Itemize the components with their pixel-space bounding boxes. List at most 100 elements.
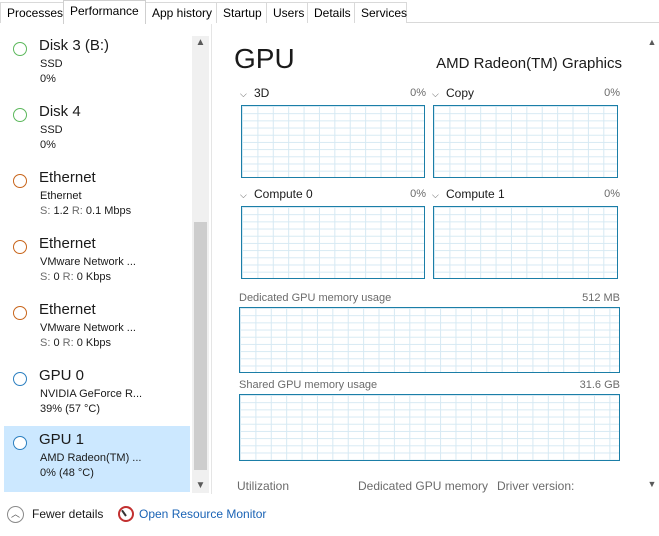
chevron-up-icon[interactable]: ︿ — [7, 506, 24, 523]
scroll-down-icon[interactable]: ▼ — [647, 479, 657, 489]
dedicated-memory-graph — [239, 307, 620, 373]
tab-performance[interactable]: Performance — [63, 0, 146, 24]
engine-graph-copy — [433, 105, 618, 178]
item-title: Ethernet — [39, 169, 96, 186]
network-status-icon — [13, 240, 27, 254]
list-item-ethernet-2[interactable]: Ethernet VMware Network ... S: 0 R: 0 Kb… — [4, 230, 190, 296]
shared-memory-label: Shared GPU memory usage — [239, 379, 378, 391]
shared-memory-value: 31.6 GB — [579, 379, 620, 391]
engine-percent: 0% — [604, 87, 620, 99]
item-value: 39% (57 °C) — [40, 403, 101, 415]
item-value: 0% (48 °C) — [40, 467, 94, 479]
item-subtitle: Ethernet — [40, 190, 82, 202]
resource-list: Disk 3 (B:) SSD 0% Disk 4 SSD 0% Etherne… — [0, 24, 212, 494]
send-value: 1.2 — [53, 205, 69, 217]
engine-label: Compute 1 — [446, 187, 505, 201]
main-scrollbar[interactable]: ▲ ▼ — [645, 24, 659, 491]
list-item-ethernet-1[interactable]: Ethernet Ethernet S: 1.2 R: 0.1 Mbps — [4, 164, 190, 230]
list-item-ethernet-3[interactable]: Ethernet VMware Network ... S: 0 R: 0 Kb… — [4, 296, 190, 362]
item-title: GPU 0 — [39, 367, 85, 384]
engine-percent: 0% — [410, 87, 426, 99]
engine-graph-compute-1 — [433, 206, 618, 279]
receive-value: 0 Kbps — [76, 337, 111, 349]
driver-version-label: Driver version: — [497, 479, 575, 493]
engine-percent: 0% — [410, 188, 426, 200]
gpu-status-icon — [13, 436, 27, 450]
page-title: GPU — [234, 43, 295, 74]
engine-label: Copy — [446, 86, 475, 100]
receive-label: R: — [62, 337, 74, 349]
item-value: 0% — [40, 73, 56, 85]
dedicated-memory-value: 512 MB — [582, 292, 620, 304]
list-item-disk-4[interactable]: Disk 4 SSD 0% — [4, 98, 190, 164]
dedicated-memory-stat-label: Dedicated GPU memory — [358, 479, 489, 493]
scroll-down-icon[interactable]: ▼ — [195, 480, 206, 491]
gpu-status-icon — [13, 372, 27, 386]
chevron-down-icon: ⌵ — [240, 89, 247, 99]
item-subtitle: VMware Network ... — [40, 256, 136, 268]
receive-value: 0 Kbps — [76, 271, 111, 283]
engine-label: 3D — [254, 86, 270, 100]
item-value: S: 1.2 R: 0.1 Mbps — [40, 205, 131, 217]
item-title: Ethernet — [39, 235, 96, 252]
item-value: S: 0 R: 0 Kbps — [40, 337, 111, 349]
scroll-up-icon[interactable]: ▲ — [647, 37, 657, 47]
tab-users[interactable]: Users — [266, 2, 308, 23]
list-item-gpu-0[interactable]: GPU 0 NVIDIA GeForce R... 39% (57 °C) — [4, 362, 190, 428]
tab-bar: Processes Performance App history Startu… — [0, 0, 659, 24]
resource-monitor-icon[interactable] — [118, 506, 134, 522]
footer: ︿ Fewer details Open Resource Monitor — [0, 494, 659, 536]
item-subtitle: VMware Network ... — [40, 322, 136, 334]
device-name: AMD Radeon(TM) Graphics — [436, 55, 622, 72]
item-value: S: 0 R: 0 Kbps — [40, 271, 111, 283]
engine-selector-compute-1[interactable]: ⌵ Compute 1 — [432, 187, 505, 201]
item-subtitle: AMD Radeon(TM) ... — [40, 452, 142, 464]
item-title: GPU 1 — [39, 431, 85, 448]
engine-graph-compute-0 — [241, 206, 425, 279]
sidebar-scrollbar[interactable]: ▲ ▼ — [192, 36, 209, 493]
list-item-gpu-1[interactable]: GPU 1 AMD Radeon(TM) ... 0% (48 °C) — [4, 426, 190, 492]
engine-percent: 0% — [604, 188, 620, 200]
chevron-down-icon: ⌵ — [432, 190, 439, 200]
disk-status-icon — [13, 108, 27, 122]
engine-selector-compute-0[interactable]: ⌵ Compute 0 — [240, 187, 313, 201]
open-resource-monitor-link[interactable]: Open Resource Monitor — [139, 507, 267, 521]
send-label: S: — [40, 205, 51, 217]
send-label: S: — [40, 337, 51, 349]
fewer-details-button[interactable]: Fewer details — [32, 507, 104, 521]
utilization-label: Utilization — [237, 479, 290, 493]
engine-selector-copy[interactable]: ⌵ Copy — [432, 86, 474, 100]
item-subtitle: SSD — [40, 58, 63, 70]
engine-label: Compute 0 — [254, 187, 313, 201]
item-subtitle: SSD — [40, 124, 63, 136]
item-title: Disk 4 — [39, 103, 81, 120]
item-subtitle: NVIDIA GeForce R... — [40, 388, 143, 400]
send-value: 0 — [53, 271, 60, 283]
disk-status-icon — [13, 42, 27, 56]
list-item-disk-3[interactable]: Disk 3 (B:) SSD 0% — [4, 32, 190, 98]
shared-memory-graph — [239, 394, 620, 461]
engine-selector-3d[interactable]: ⌵ 3D — [240, 86, 269, 100]
network-status-icon — [13, 174, 27, 188]
tab-app-history[interactable]: App history — [145, 2, 217, 23]
tab-processes[interactable]: Processes — [0, 2, 64, 23]
send-label: S: — [40, 271, 51, 283]
tab-details[interactable]: Details — [307, 2, 355, 23]
item-value: 0% — [40, 139, 56, 151]
receive-value: 0.1 Mbps — [85, 205, 132, 217]
send-value: 0 — [53, 337, 60, 349]
network-status-icon — [13, 306, 27, 320]
chevron-down-icon: ⌵ — [432, 89, 439, 99]
scroll-up-icon[interactable]: ▲ — [195, 37, 206, 48]
item-title: Ethernet — [39, 301, 96, 318]
tab-startup[interactable]: Startup — [216, 2, 267, 23]
receive-label: R: — [62, 271, 74, 283]
receive-label: R: — [71, 205, 83, 217]
tab-services[interactable]: Services — [354, 2, 407, 23]
item-title: Disk 3 (B:) — [39, 37, 110, 54]
engine-graph-3d — [241, 105, 425, 178]
chevron-down-icon: ⌵ — [240, 190, 247, 200]
scrollbar-thumb[interactable] — [194, 222, 207, 470]
dedicated-memory-label: Dedicated GPU memory usage — [239, 292, 392, 304]
